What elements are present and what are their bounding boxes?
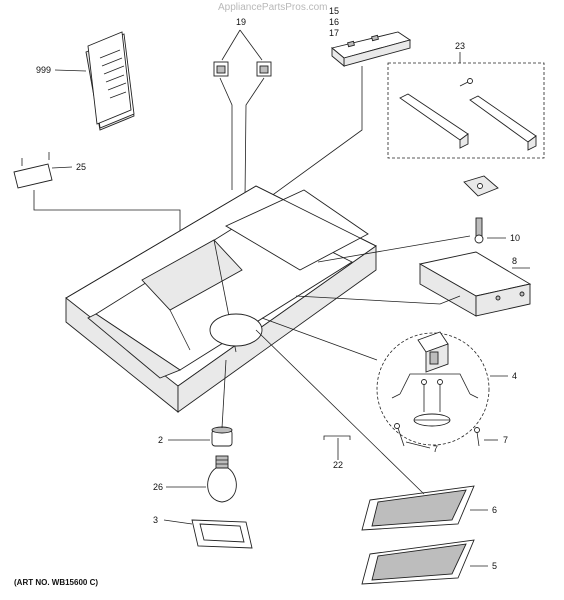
part-23-bracket-left[interactable] [399,93,469,149]
callout-3: 3 [153,515,158,525]
part-22-clip[interactable] [323,435,351,440]
callout-15: 15 [329,6,339,16]
callout-2: 2 [158,435,163,445]
callout-5: 5 [492,561,497,571]
part-7-screw-left[interactable] [394,423,405,447]
callout-23: 23 [455,41,465,51]
part-7-screw-right[interactable] [474,427,480,447]
part-10-mounting-bracket[interactable] [463,175,499,197]
leader-19b [239,29,263,61]
callout-22: 22 [333,460,343,470]
callout-7a: 7 [433,444,438,454]
part-19-switch-left[interactable] [213,61,229,77]
callout-25: 25 [76,162,86,172]
callout-26: 26 [153,482,163,492]
callout-10: 10 [510,233,520,243]
part-2-lamp-socket[interactable] [211,426,233,447]
callout-17: 17 [329,28,339,38]
wire-left [219,77,233,190]
part-26-light-bulb[interactable] [207,455,237,503]
part-8-motor-housing[interactable] [418,251,532,317]
leader-8-to-hood [295,295,461,305]
callout-4: 4 [512,371,517,381]
part-5-charcoal-filter[interactable] [361,539,475,585]
watermark-text: AppliancePartsPros.com [218,2,328,13]
part-23-bracket-right[interactable] [469,95,537,151]
callout-8: 8 [512,256,517,266]
art-number: (ART NO. WB15600 C) [14,578,98,587]
part-999-owners-manual[interactable] [85,31,135,131]
part-23-group-box [387,62,545,159]
leader-19a [221,29,241,61]
part-4-motor-callout-circle [376,332,490,446]
part-15-16-17-control-panel[interactable] [331,31,412,67]
leader-3 [163,519,193,525]
leader-6-to-hood [255,329,425,495]
callout-999: 999 [36,65,51,75]
part-10-screw[interactable] [474,217,484,244]
leader-4-to-hood [261,317,378,361]
part-6-grease-filter[interactable] [361,485,475,531]
range-hood-body[interactable] [65,185,377,413]
part-4-motor-assembly[interactable] [391,331,479,427]
leader-999 [54,69,87,72]
callout-6: 6 [492,505,497,515]
callout-19: 19 [236,17,246,27]
callout-7b: 7 [503,435,508,445]
part-19-switch-right[interactable] [256,61,272,77]
leader-2-to-hood [221,359,227,429]
part-25-label-plate[interactable] [13,152,53,189]
leader-25 [51,166,73,169]
part-3-light-lens[interactable] [191,519,253,549]
leader-10-to-hood [317,235,471,263]
leader-15-17 [251,66,363,211]
leader-7a [405,441,431,449]
callout-16: 16 [329,17,339,27]
part-23-screw[interactable] [459,78,473,87]
